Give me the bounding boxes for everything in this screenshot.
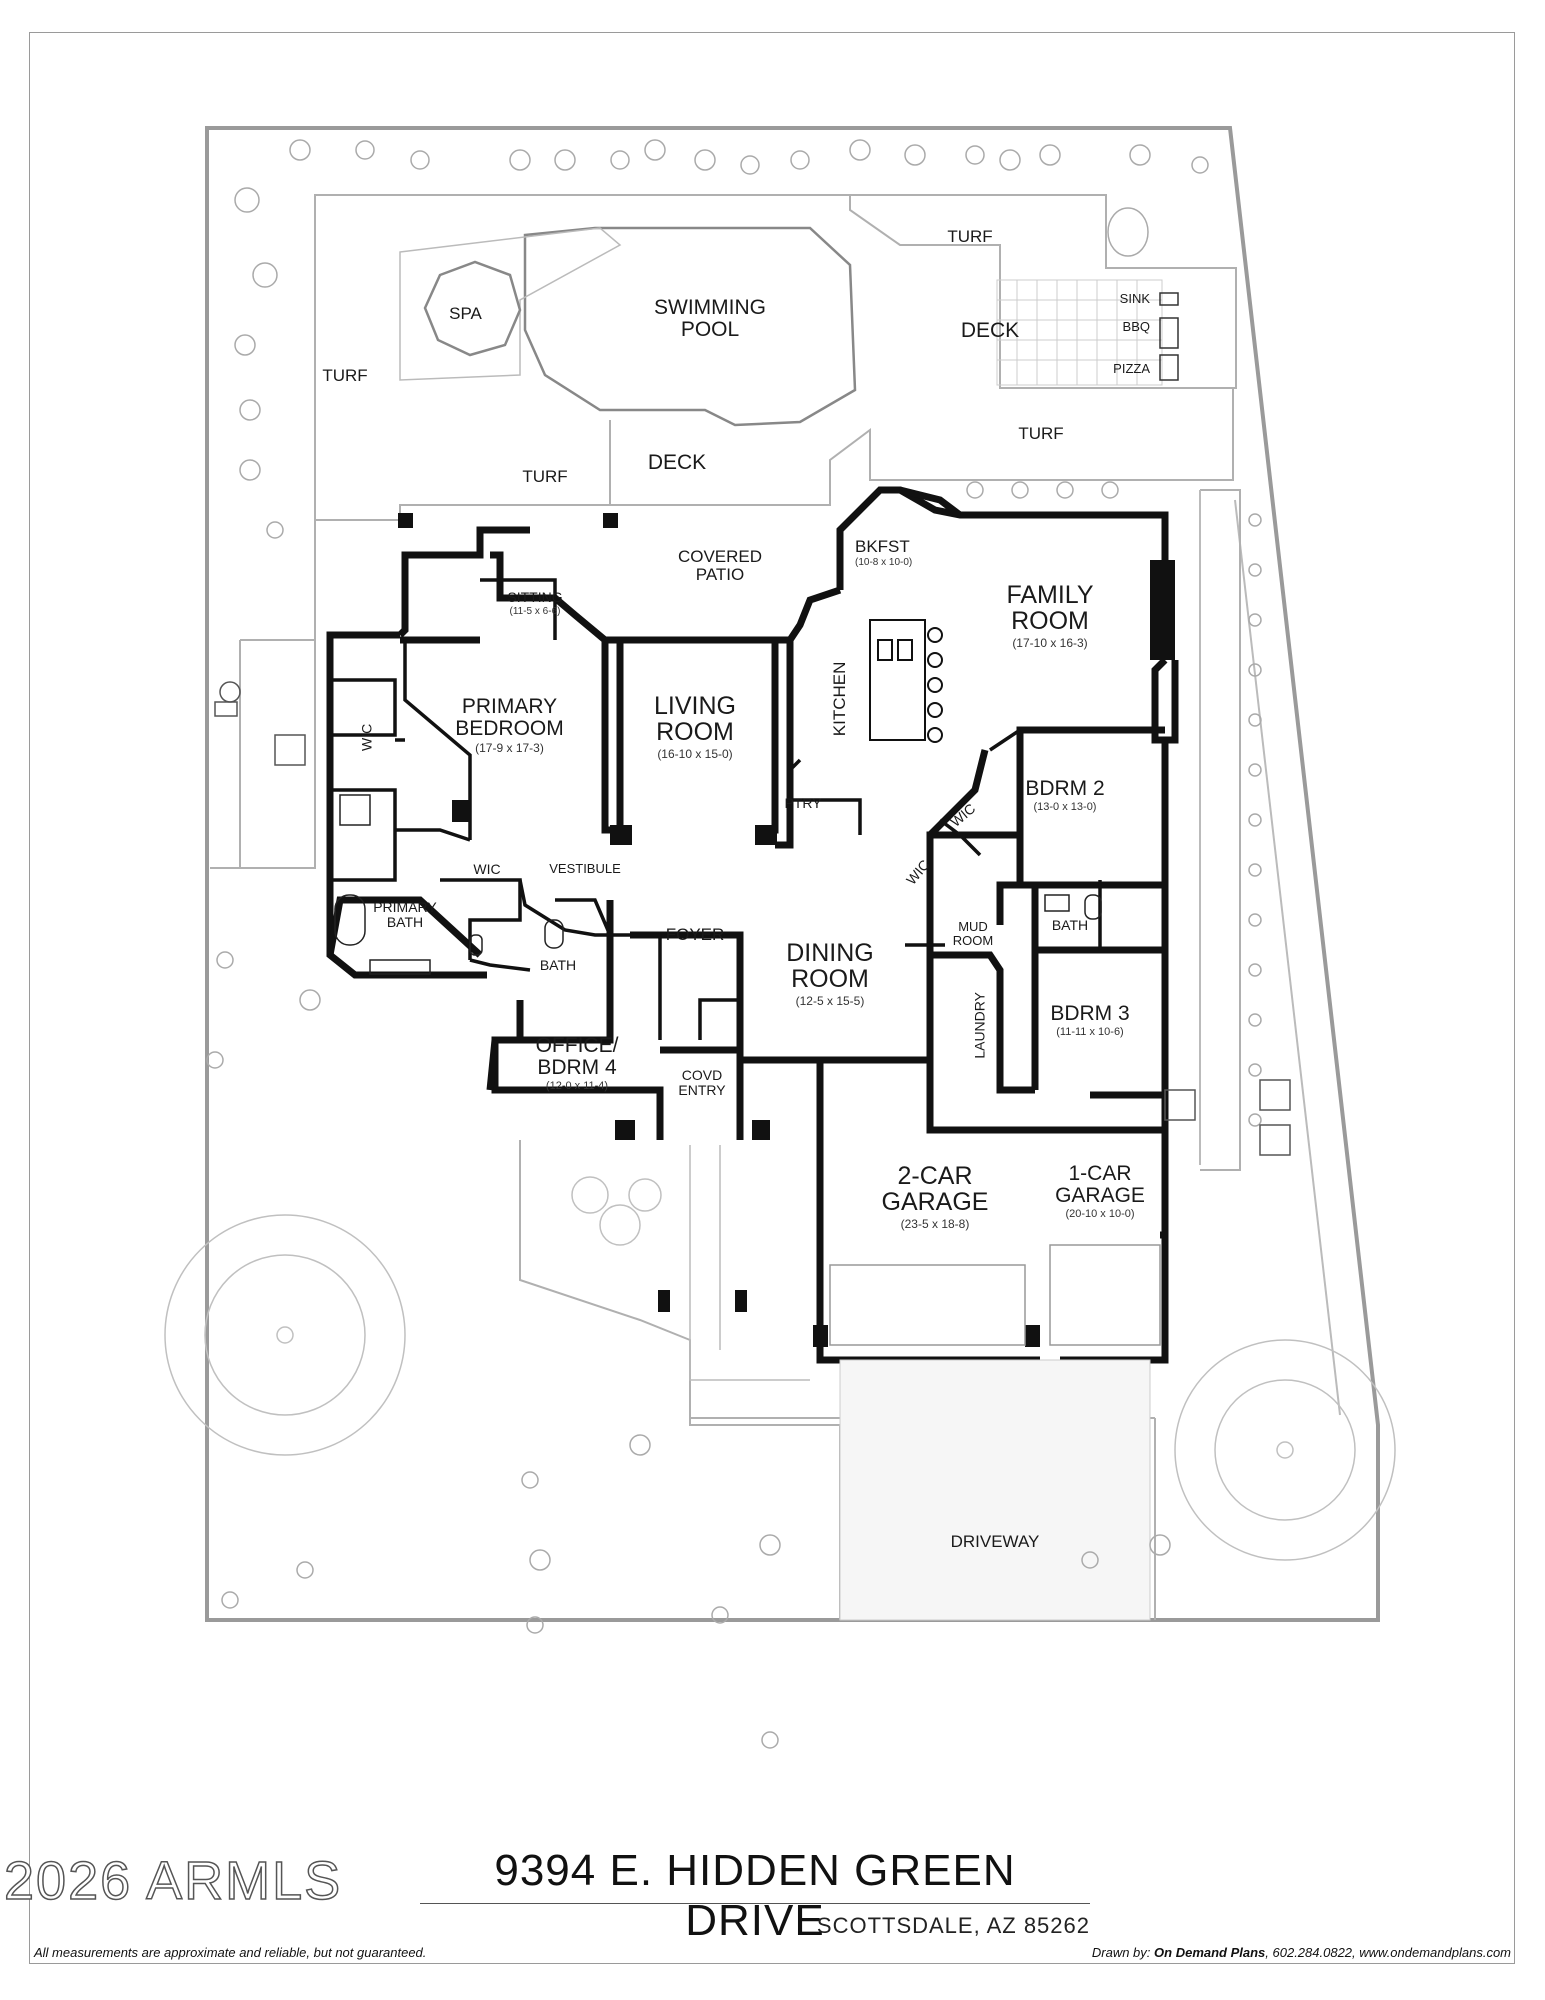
pool-deck-outline bbox=[399, 227, 622, 381]
turf-left-label: TURF bbox=[322, 366, 368, 385]
shrubs bbox=[206, 139, 1209, 1749]
turf-right-label: TURF bbox=[1018, 424, 1064, 443]
disclaimer: All measurements are approximate and rel… bbox=[34, 1945, 427, 1960]
address-rule bbox=[420, 1903, 1090, 1904]
deck-mid-label: DECK bbox=[647, 451, 707, 474]
kitchen-island bbox=[869, 619, 943, 743]
bath-right-label: BATH bbox=[1051, 917, 1089, 933]
watermark: 2026 ARMLS bbox=[3, 1850, 343, 1912]
wic-primary-label: WIC bbox=[358, 723, 375, 751]
house-walls bbox=[326, 486, 1179, 1364]
wic-vestibule-label: WIC bbox=[473, 861, 501, 877]
side-shrubs bbox=[1248, 513, 1262, 1127]
kitchen-label: KITCHEN bbox=[830, 661, 850, 737]
columns bbox=[398, 513, 1175, 1347]
bath-fixtures bbox=[334, 794, 1102, 975]
outdoor-appliances bbox=[1159, 292, 1179, 381]
pool-outline bbox=[523, 226, 857, 427]
spa-label: SPA bbox=[449, 304, 482, 323]
lot-boundary bbox=[205, 126, 1380, 1622]
pizza-label: PIZZA bbox=[1113, 361, 1150, 376]
equipment bbox=[214, 681, 1291, 1156]
interior-walls bbox=[330, 578, 1102, 1040]
vestibule-label: VESTIBULE bbox=[549, 861, 621, 876]
credit-line: Drawn by: On Demand Plans, 602.284.0822,… bbox=[1092, 1945, 1511, 1960]
driveway-label: DRIVEWAY bbox=[950, 1532, 1040, 1551]
outdoor-kitchen bbox=[996, 279, 1163, 386]
turf-mid-label: TURF bbox=[522, 467, 568, 486]
sink-label: SINK bbox=[1119, 291, 1150, 306]
credit-contact: , 602.284.0822, www.ondemandplans.com bbox=[1265, 1945, 1511, 1960]
spa-outline bbox=[423, 260, 522, 357]
pantry-label: PTRY bbox=[784, 795, 822, 811]
credit-prefix: Drawn by: bbox=[1091, 1945, 1151, 1960]
bkfst-label: BKFST(10-8 x 10-0) bbox=[855, 537, 913, 568]
walkway bbox=[689, 1145, 810, 1381]
sitting-label: SITTING(11-5 x 6-6) bbox=[507, 589, 563, 617]
side-wall-right bbox=[1234, 499, 1341, 1416]
driveway-area bbox=[839, 1359, 1151, 1621]
landscape-trees bbox=[164, 1176, 1396, 1561]
office-label: OFFICE/BDRM 4(12-0 x 11-4) bbox=[535, 1034, 619, 1093]
credit-company: On Demand Plans bbox=[1154, 1945, 1266, 1960]
deck-top-label: DECK bbox=[960, 319, 1020, 342]
garage-doors bbox=[829, 1244, 1161, 1346]
bath-hall-label: BATH bbox=[539, 957, 577, 973]
bdrm3-label: BDRM 3(11-11 x 10-6) bbox=[1050, 1002, 1130, 1039]
bbq-label: BBQ bbox=[1122, 319, 1150, 334]
turf-top-label: TURF bbox=[947, 227, 993, 246]
laundry-label: LAUNDRY bbox=[971, 992, 988, 1059]
city-line: SCOTTSDALE, AZ 85262 bbox=[816, 1913, 1090, 1938]
page-border bbox=[29, 32, 1515, 1964]
bdrm2-label: BDRM 2(13-0 x 13-0) bbox=[1025, 777, 1105, 814]
foyer-label: FOYER bbox=[665, 925, 725, 944]
address-title: 9394 E. HIDDEN GREEN DRIVE bbox=[494, 1846, 1016, 1945]
